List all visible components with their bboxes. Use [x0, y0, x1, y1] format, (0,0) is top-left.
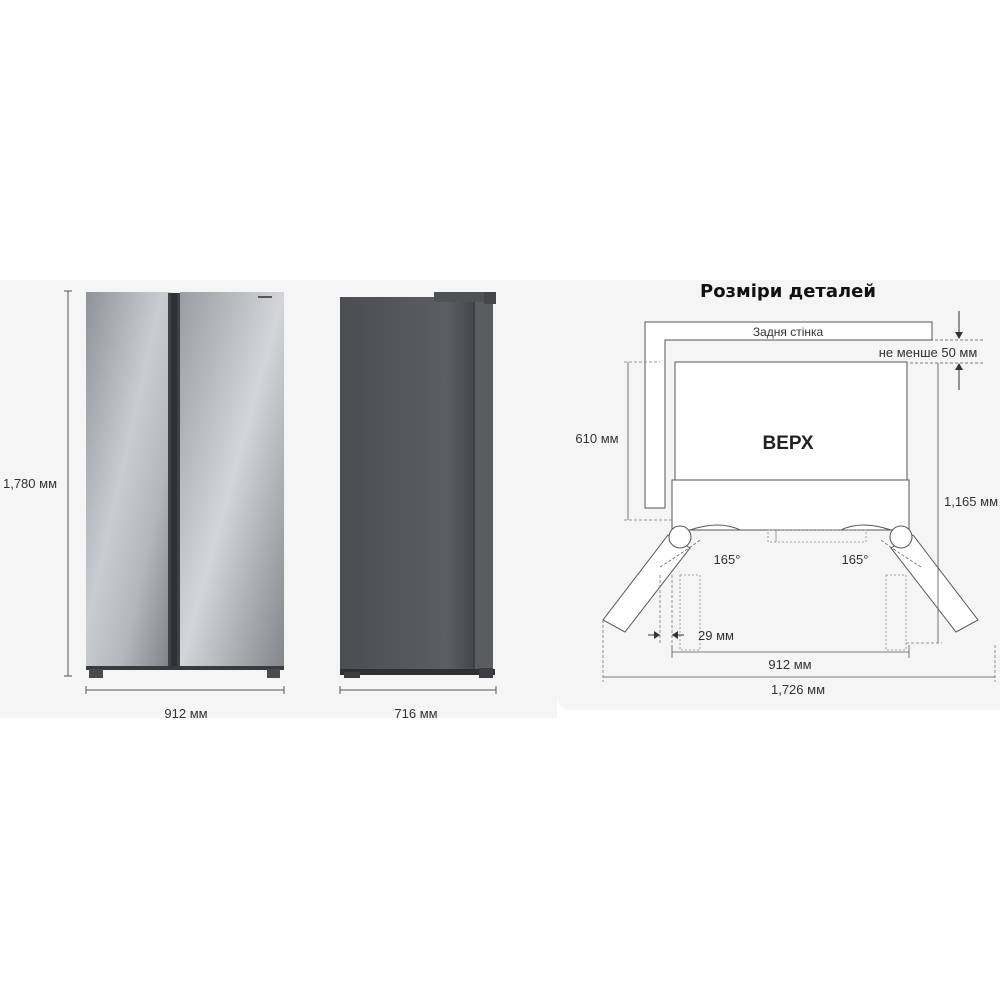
- right-swing-arc: [880, 539, 922, 568]
- detail-title: Розміри деталей: [700, 281, 876, 302]
- front-width-label: 912 мм: [164, 706, 207, 721]
- hinge-cover: [434, 292, 492, 302]
- door-profile: [473, 302, 493, 669]
- front-view: 1,780 мм 912 мм: [2, 290, 285, 721]
- fridge-right-door: [180, 292, 284, 667]
- open-depth-label: 1,165 мм: [944, 494, 998, 509]
- side-body: [340, 297, 473, 669]
- side-front-foot: [479, 668, 493, 678]
- left-foot: [89, 669, 103, 678]
- fridge-top-body: [674, 361, 908, 481]
- side-view: 716 мм: [339, 292, 497, 721]
- left-hinge: [668, 525, 692, 549]
- clearance-arrow-down: [955, 332, 963, 339]
- side-depth-label: 716 мм: [394, 706, 437, 721]
- open-width-label: 1,726 мм: [771, 682, 825, 697]
- body-width-label: 912 мм: [768, 657, 811, 672]
- height-label: 1,780 мм: [3, 476, 57, 491]
- fridge-base: [86, 666, 284, 670]
- depth-610-label: 610 мм: [575, 431, 618, 446]
- detail-view: Розміри деталей Задня стінка не менше 50…: [575, 281, 1000, 697]
- side-rear-foot: [344, 672, 360, 678]
- back-wall-outline: [644, 321, 933, 509]
- right-hinge: [889, 525, 913, 549]
- brand-badge: [258, 296, 272, 298]
- side-base: [340, 669, 495, 675]
- clearance-arrow-up: [955, 363, 963, 370]
- clearance-label: не менше 50 мм: [879, 345, 978, 360]
- fridge-left-door: [86, 292, 171, 667]
- left-angle-label: 165°: [714, 552, 741, 567]
- right-foot: [267, 669, 280, 678]
- gap-arrow-right: [672, 631, 678, 639]
- top-label: ВЕРХ: [762, 433, 813, 454]
- back-wall-label: Задня стінка: [753, 325, 824, 339]
- left-swing-arc: [659, 539, 701, 568]
- gap-arrow-left: [654, 631, 660, 639]
- gap-label: 29 мм: [698, 628, 734, 643]
- closed-doors-band: [671, 479, 910, 531]
- right-angle-label: 165°: [842, 552, 869, 567]
